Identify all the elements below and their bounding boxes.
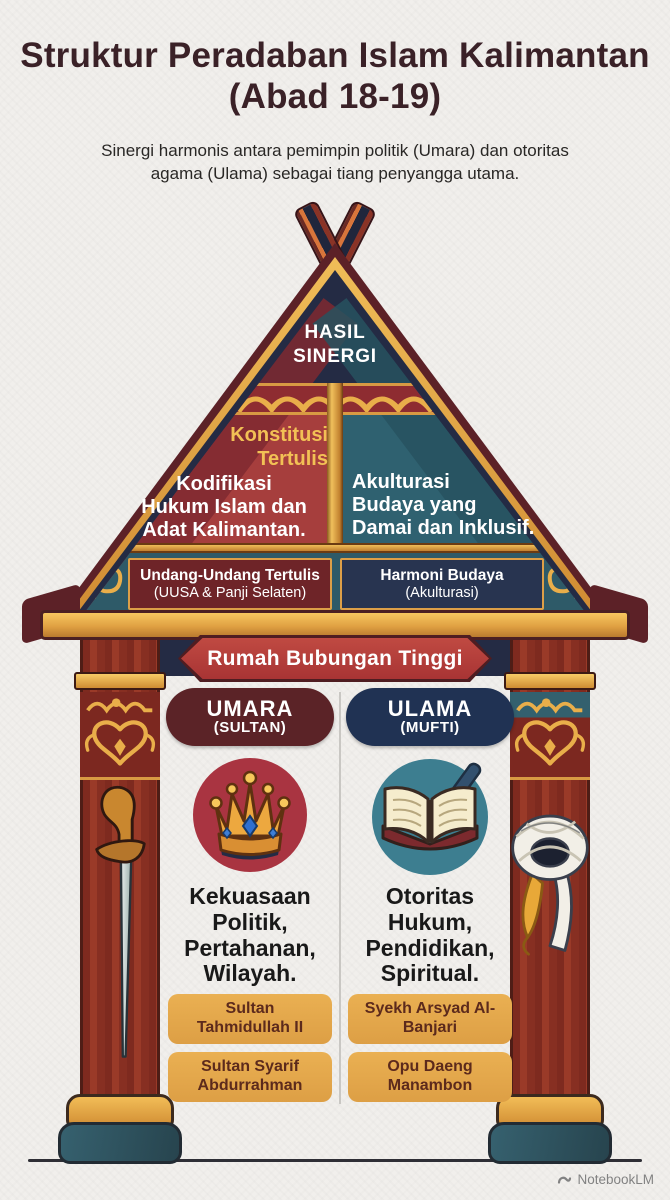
heart-scroll-ornament-icon — [514, 697, 586, 766]
page-title: Struktur Peradaban Islam Kalimantan (Aba… — [20, 36, 650, 116]
umara-pill: UMARA (SULTAN) — [166, 688, 334, 746]
roof-left-box-subtitle: (UUSA & Panji Selaten) — [153, 584, 307, 601]
page-subtitle: Sinergi harmonis antara pemimpin politik… — [101, 141, 569, 183]
roof-left-box: Undang-Undang Tertulis (UUSA & Panji Sel… — [128, 558, 332, 610]
notebooklm-watermark: NotebookLM — [557, 1172, 654, 1187]
roof-apex-label: HASIL SINERGI — [293, 322, 377, 367]
umara-subtitle: (SULTAN) — [213, 719, 287, 737]
pillar-gold-band — [504, 672, 596, 690]
pillar-left — [58, 628, 182, 1164]
ulama-description: Otoritas Hukum, Pendidikan, Spiritual. — [365, 883, 495, 987]
banner-ribbon-face: Rumah Bubungan Tinggi — [181, 638, 489, 679]
pillar-gold-band — [74, 672, 166, 690]
roof-right-box-title: Harmoni Budaya — [380, 566, 504, 584]
ulama-column: ULAMA (MUFTI) Otoritas Hukum, Pendidikan… — [346, 688, 514, 1108]
figure-tag: Opu Daeng Manambon — [348, 1052, 512, 1102]
ulama-title: ULAMA — [387, 696, 473, 722]
umara-title: UMARA — [206, 696, 294, 722]
figure-tag: Sultan Syarif Abdurrahman — [168, 1052, 332, 1102]
column-divider — [339, 692, 341, 1104]
pillar-base-teal — [58, 1122, 182, 1164]
pillar-ornament — [510, 692, 590, 780]
heart-scroll-ornament-icon — [84, 697, 156, 766]
roof-right-box: Harmoni Budaya (Akulturasi) — [340, 558, 544, 610]
notebooklm-icon — [558, 1176, 572, 1184]
roof-horizontal-beam — [82, 543, 588, 553]
watermark-label: NotebookLM — [577, 1172, 654, 1187]
kodifikasi-text: Kodifikasi Hukum Islam dan Adat Kalimant… — [141, 473, 307, 541]
pillar-right — [488, 628, 612, 1164]
ulama-pill: ULAMA (MUFTI) — [346, 688, 514, 746]
ulama-subtitle: (MUFTI) — [400, 719, 460, 737]
roof-triangle: Undang-Undang Tertulis (UUSA & Panji Sel… — [58, 243, 612, 616]
crown-icon — [193, 758, 307, 872]
pillar-emblem — [76, 780, 164, 1064]
turban-icon — [511, 814, 589, 956]
umara-description: Kekuasaan Politik, Pertahanan, Wilayah. — [184, 883, 316, 987]
pillar-base-teal — [488, 1122, 612, 1164]
umara-column: UMARA (SULTAN) Kekuasaan Politik, Pertah… — [166, 688, 334, 1108]
banner-ribbon: Rumah Bubungan Tinggi — [178, 635, 492, 682]
pillar-ornament — [80, 692, 160, 780]
figure-tag: Sultan Tahmidullah II — [168, 994, 332, 1044]
roof-right-box-subtitle: (Akulturasi) — [405, 584, 479, 601]
banner-label: Rumah Bubungan Tinggi — [207, 646, 463, 670]
figure-tag: Syekh Arsyad Al-Banjari — [348, 994, 512, 1044]
akulturasi-text: Akulturasi Budaya yang Damai dan Inklusi… — [352, 471, 535, 539]
kris-dagger-icon — [95, 785, 146, 1058]
roof-left-box-title: Undang-Undang Tertulis — [140, 566, 320, 584]
pillar-emblem — [506, 780, 594, 1064]
roof-box-band: Undang-Undang Tertulis (UUSA & Panji Sel… — [82, 553, 588, 616]
ground-line — [28, 1159, 642, 1162]
konstitusi-badge: Konstitusi Tertulis — [230, 424, 328, 470]
book-and-pen-icon — [372, 759, 488, 875]
